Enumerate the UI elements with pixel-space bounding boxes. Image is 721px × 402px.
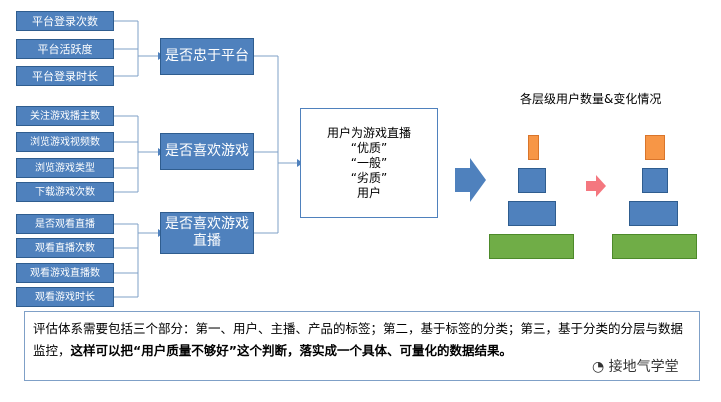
left-pyramid-mid-block: [518, 168, 546, 193]
feature-watch-live: 是否观看直播: [16, 214, 114, 234]
summary-part-2: 这样可以把“用户质量不够好”这个判断，落实成一个具体、可量化的数据结果。: [70, 343, 512, 358]
feature-watch-game-live-count: 观看游戏直播数: [16, 263, 114, 283]
pyramid-title: 各层级用户数量&变化情况: [520, 92, 662, 106]
flow-arrow-icon: [455, 158, 486, 202]
result-box: 用户为游戏直播 “优质” “一般” “劣质” 用户: [300, 108, 438, 218]
right-pyramid-base-block: [612, 234, 697, 259]
right-pyramid-mid-block: [642, 168, 668, 193]
right-pyramid-top-block: [645, 135, 665, 160]
feature-browsed-videos: 浏览游戏视频数: [16, 132, 114, 152]
feature-watch-live-count: 观看直播次数: [16, 238, 114, 258]
result-line-4: “劣质”: [350, 170, 388, 185]
left-pyramid-base-block: [489, 234, 574, 259]
feature-login-count: 平台登录次数: [16, 11, 114, 31]
wechat-icon: ◔: [592, 359, 605, 375]
watermark-text: 接地气学堂: [608, 359, 679, 375]
feature-browsed-types: 浏览游戏类型: [16, 158, 114, 178]
summary-box: 评估体系需要包括三个部分：第一、用户、主播、产品的标签；第二，基于标签的分类；第…: [24, 311, 700, 381]
question-likes-games: 是否喜欢游戏: [160, 133, 254, 170]
watermark: ◔ 接地气学堂: [590, 356, 681, 376]
left-pyramid-low-block: [508, 201, 556, 226]
result-line-2: “优质”: [350, 140, 388, 155]
summary-part-1: 评估体系需要包括三个部分：第一、用户、主播、产品的标签；第二，基于标签的分类；第…: [33, 321, 684, 358]
right-pyramid-low-block: [629, 201, 678, 226]
result-line-1: 用户为游戏直播: [326, 125, 411, 140]
result-line-5: 用户: [356, 185, 381, 200]
question-likes-game-live: 是否喜欢游戏直播: [160, 212, 254, 254]
left-pyramid-top-block: [528, 135, 539, 160]
feature-download-count: 下载游戏次数: [16, 182, 114, 202]
feature-watch-duration: 观看游戏时长: [16, 287, 114, 307]
feature-activity: 平台活跃度: [16, 39, 114, 59]
result-line-3: “一般”: [350, 155, 388, 170]
change-arrow-icon: [586, 175, 606, 197]
question-platform-loyalty: 是否忠于平台: [160, 38, 254, 75]
feature-login-duration: 平台登录时长: [16, 66, 114, 86]
feature-followed-streamers: 关注游戏播主数: [16, 106, 114, 126]
